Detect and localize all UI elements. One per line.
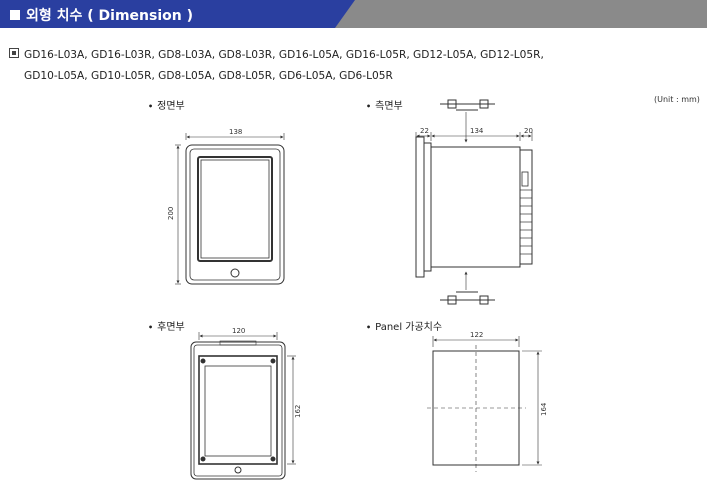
unit-label: (Unit : mm) bbox=[654, 95, 700, 104]
front-height-dim: 200 bbox=[167, 207, 175, 220]
front-view bbox=[175, 133, 285, 285]
front-view-label: •정면부 bbox=[148, 101, 185, 112]
model-line-2: GD10-L05A, GD10-L05R, GD8-L05A, GD8-L05R… bbox=[9, 66, 544, 87]
model-line-1-text: GD16-L03A, GD16-L03R, GD8-L03A, GD8-L03R… bbox=[24, 49, 544, 61]
section-header: 외형 치수 ( Dimension ) bbox=[0, 0, 707, 28]
model-line-2-text: GD10-L05A, GD10-L05R, GD8-L05A, GD8-L05R… bbox=[24, 70, 393, 82]
side-left-dim: 22 bbox=[420, 127, 429, 135]
front-view-label-text: 정면부 bbox=[157, 101, 185, 112]
front-width-dim: 138 bbox=[229, 128, 242, 136]
square-icon bbox=[10, 10, 20, 20]
model-line-1: GD16-L03A, GD16-L03R, GD8-L03A, GD8-L03R… bbox=[9, 45, 544, 66]
rear-width-dim: 120 bbox=[232, 327, 245, 335]
model-list: GD16-L03A, GD16-L03R, GD8-L03A, GD8-L03R… bbox=[9, 45, 544, 87]
square-bullet-icon bbox=[9, 48, 19, 58]
panel-height-dim: 164 bbox=[540, 402, 548, 416]
side-middle-dim: 134 bbox=[470, 127, 484, 135]
side-view bbox=[415, 99, 533, 305]
side-view-label: •측면부 bbox=[366, 101, 403, 112]
side-right-dim: 20 bbox=[524, 127, 533, 135]
rear-view-label-text: 후면부 bbox=[157, 322, 185, 333]
side-view-label-text: 측면부 bbox=[375, 101, 403, 112]
rear-view-label: •후면부 bbox=[148, 322, 185, 333]
panel-cutout-view bbox=[427, 336, 542, 472]
section-title: 외형 치수 ( Dimension ) bbox=[10, 5, 193, 25]
panel-width-dim: 122 bbox=[470, 331, 483, 339]
rear-height-dim: 162 bbox=[294, 405, 302, 418]
section-title-text: 외형 치수 ( Dimension ) bbox=[26, 8, 193, 24]
rear-view bbox=[190, 332, 296, 480]
panel-view-label-text: Panel 가공치수 bbox=[375, 322, 443, 333]
panel-view-label: •Panel 가공치수 bbox=[366, 322, 443, 333]
header-background bbox=[0, 0, 707, 28]
